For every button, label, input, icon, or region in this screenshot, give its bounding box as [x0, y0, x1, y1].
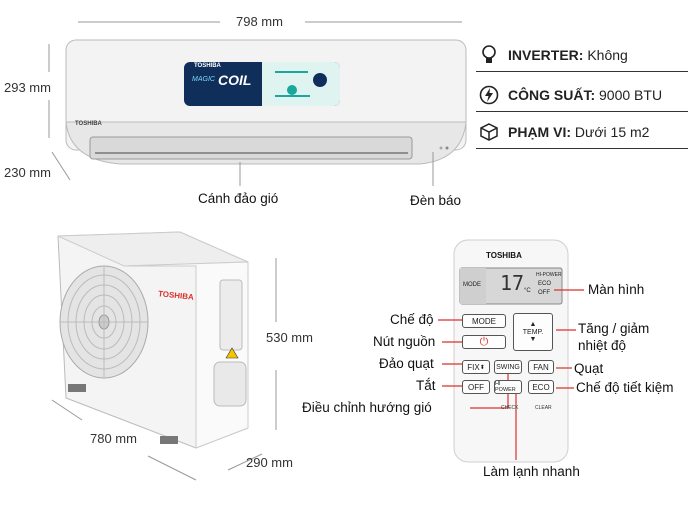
- indoor-panel-title: COIL: [218, 72, 252, 88]
- indoor-height-label: 293 mm: [4, 80, 51, 95]
- spec-row-power: CÔNG SUẤT: 9000 BTU: [476, 78, 688, 112]
- lightbulb-icon: [476, 44, 502, 65]
- remote-screen-eco: ECO: [538, 281, 552, 287]
- updown-icon: ⬍: [479, 364, 485, 371]
- outdoor-depth-label: 290 mm: [246, 455, 293, 470]
- spec-label-inverter: INVERTER:: [508, 46, 584, 63]
- remote-temp-label: TEMP.: [522, 328, 544, 336]
- remote-fan-button[interactable]: FAN: [528, 360, 554, 374]
- callout-temp-2: nhiệt độ: [578, 338, 627, 353]
- callout-swing: Điều chỉnh hướng gió: [302, 400, 432, 415]
- remote-screen-temp: 17: [500, 271, 525, 295]
- outdoor-height-label: 530 mm: [266, 330, 313, 345]
- remote-clear-label: CLEAR: [535, 405, 552, 411]
- outdoor-height-text: 530 mm: [266, 330, 313, 345]
- indoor-depth-label: 230 mm: [4, 165, 51, 180]
- remote-eco-button[interactable]: ECO: [528, 380, 554, 394]
- indoor-width-label: 798 mm: [236, 14, 283, 29]
- remote-hipower-button[interactable]: HI POWER: [494, 380, 522, 394]
- remote-check-label: CHECK: [501, 405, 519, 411]
- remote-fix-button[interactable]: FIX⬍: [462, 360, 490, 374]
- remote-off-button[interactable]: OFF: [462, 380, 490, 394]
- vane-callout: Cánh đảo gió: [198, 191, 279, 206]
- remote-fix-label: FIX: [467, 362, 480, 372]
- spec-label-power: CÔNG SUẤT:: [508, 86, 596, 103]
- remote-temp-button[interactable]: ▲ TEMP. ▼: [513, 313, 553, 351]
- power-icon: ⏻: [479, 335, 489, 348]
- remote-screen-hipower: HI-POWER: [536, 272, 562, 278]
- outdoor-width-label: 780 mm: [90, 431, 137, 446]
- remote-brand: TOSHIBA: [486, 251, 522, 260]
- remote-screen-mode: MODE: [463, 282, 481, 288]
- led-callout: Đèn báo: [410, 193, 462, 208]
- callout-fix: Đảo quạt: [379, 356, 434, 371]
- remote-screen-off: OFF: [538, 290, 550, 296]
- remote-power-button[interactable]: ⏻: [462, 335, 506, 349]
- spec-row-range: PHẠM VI: Dưới 15 m2: [476, 115, 688, 149]
- indoor-panel-brand: TOSHIBA: [194, 63, 221, 69]
- spec-value-range: Dưới 15 m2: [574, 123, 650, 140]
- callout-power: Nút nguồn: [373, 334, 436, 349]
- arrow-up-icon: ▲: [529, 320, 537, 328]
- remote-swing-button[interactable]: SWING: [494, 360, 522, 374]
- spec-value-inverter: Không: [587, 46, 628, 63]
- cube-icon: [476, 122, 502, 142]
- callout-screen: Màn hình: [588, 282, 645, 297]
- spec-row-inverter: INVERTER: Không: [476, 38, 688, 72]
- remote-screen-unit: °C: [524, 288, 531, 294]
- power-bolt-icon: [476, 85, 502, 105]
- callout-mode: Chế độ: [390, 312, 434, 327]
- callout-off: Tắt: [416, 378, 436, 393]
- indoor-panel-badge: MAGIC: [192, 76, 215, 83]
- arrow-down-icon: ▼: [529, 335, 537, 343]
- callout-eco: Chế độ tiết kiệm: [576, 380, 674, 395]
- callout-fan: Quạt: [574, 361, 604, 376]
- callout-temp-1: Tăng / giảm: [578, 321, 650, 336]
- spec-value-power: 9000 BTU: [599, 86, 663, 103]
- spec-label-range: PHẠM VI:: [508, 123, 571, 140]
- callout-hipower: Làm lạnh nhanh: [483, 464, 580, 479]
- indoor-brand-logo: TOSHIBA: [75, 121, 102, 127]
- remote-mode-button[interactable]: MODE: [462, 314, 506, 328]
